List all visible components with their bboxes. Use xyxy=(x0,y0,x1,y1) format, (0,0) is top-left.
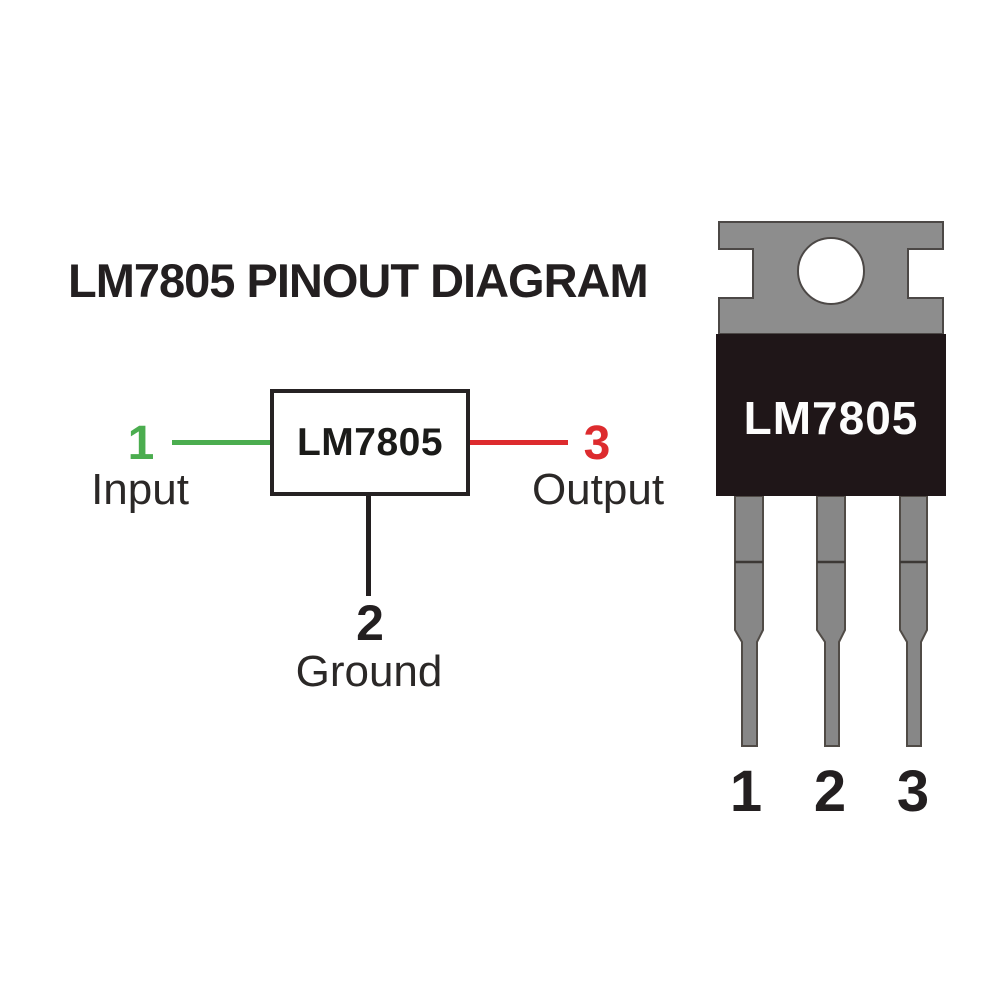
package-lead-1 xyxy=(734,495,764,747)
to220-package-illustration: LM7805 1 2 3 xyxy=(716,221,946,824)
pin3-output-wire xyxy=(470,440,568,445)
pin2-ground-wire xyxy=(366,496,371,596)
mounting-hole xyxy=(797,237,865,305)
chip-box: LM7805 xyxy=(270,389,470,496)
schematic-pin3-label: Output xyxy=(531,465,665,514)
package-lead-3 xyxy=(899,495,928,747)
package-label: LM7805 xyxy=(744,392,919,444)
schematic-pin1-label: Input xyxy=(91,465,189,514)
schematic-pin2-label: Ground xyxy=(295,647,443,696)
package-pin1-number: 1 xyxy=(730,759,762,824)
package-body xyxy=(716,334,946,496)
package-pin2-number: 2 xyxy=(814,759,846,824)
package-lead-2 xyxy=(816,495,846,747)
pin1-input-wire xyxy=(172,440,270,445)
schematic-pin1-number: 1 xyxy=(127,417,155,470)
schematic-pin2-number: 2 xyxy=(356,595,384,651)
page-title: LM7805 PINOUT DIAGRAM xyxy=(68,254,649,307)
schematic-pin3-number: 3 xyxy=(583,417,611,470)
package-pin3-number: 3 xyxy=(897,759,929,824)
